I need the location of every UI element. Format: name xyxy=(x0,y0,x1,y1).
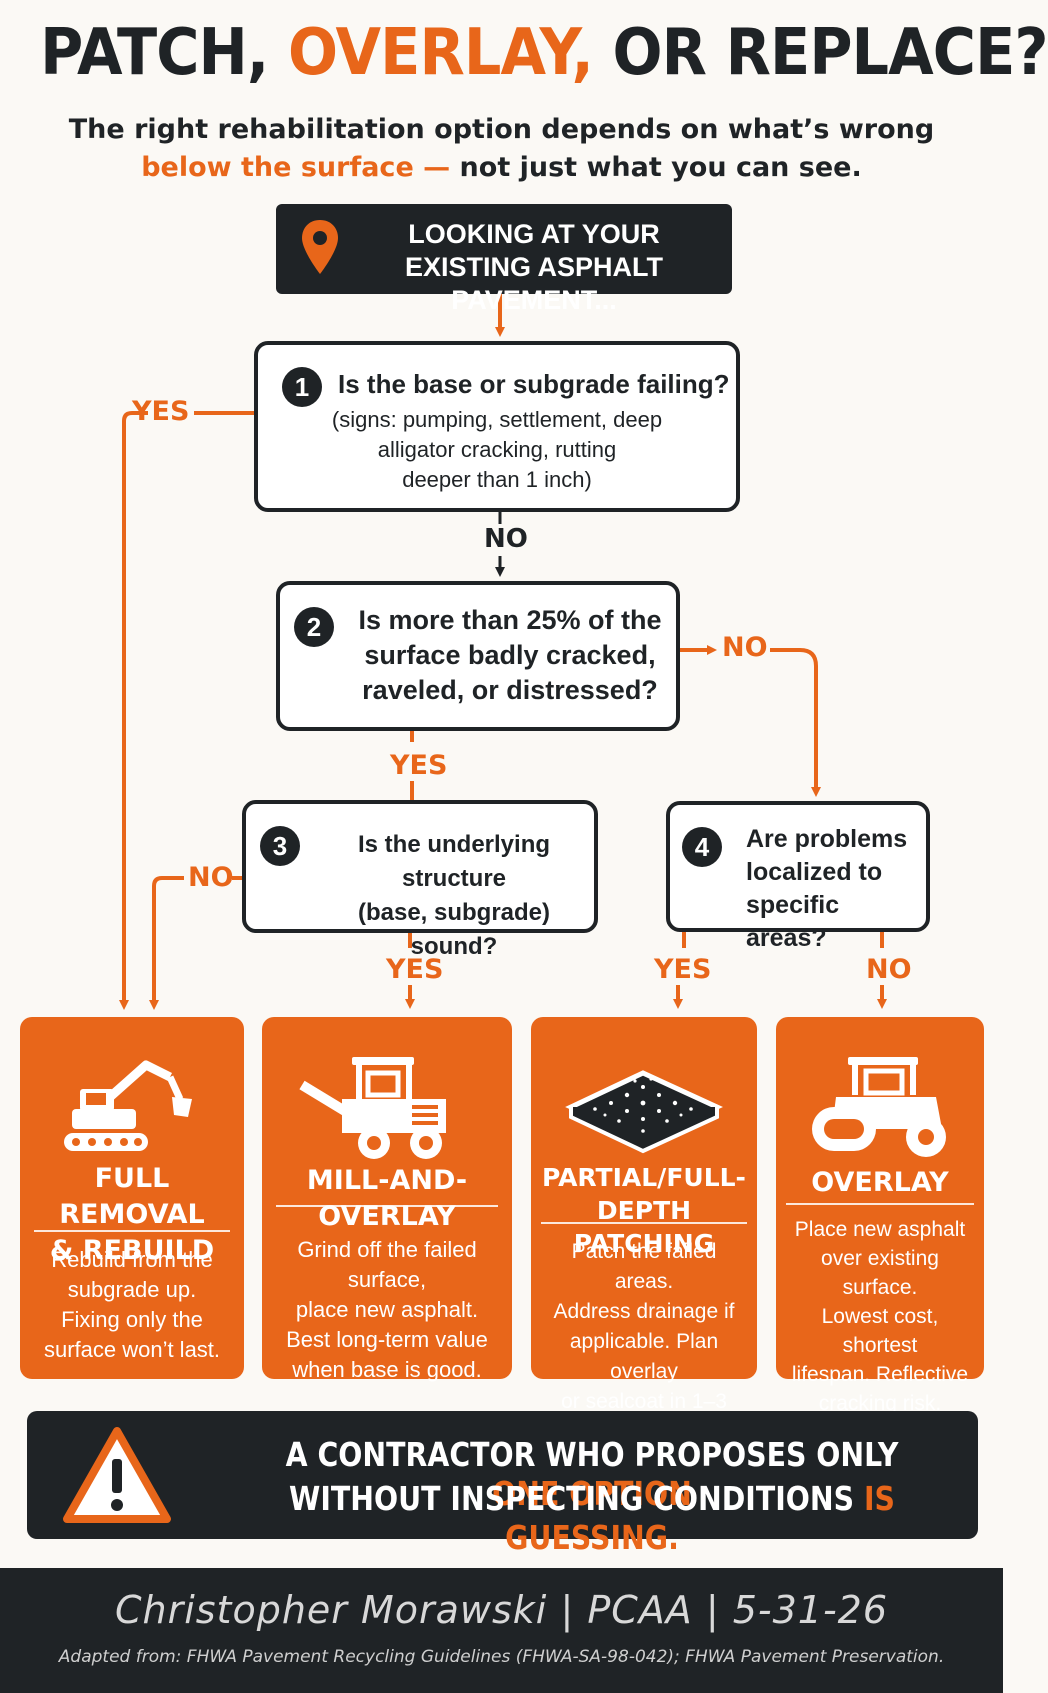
outcome-1-title-2: & REBUILD xyxy=(49,1235,215,1266)
excavator-icon xyxy=(64,1060,192,1151)
warning-text-2: WITHOUT INSPECTING CONDITIONS xyxy=(289,1479,864,1518)
outcome-4-desc-4: lifespan. Reflective xyxy=(791,1363,969,1386)
asphalt-patch-icon xyxy=(565,1070,723,1154)
outcome-2-title: MILL-AND-OVERLAY xyxy=(272,1163,502,1235)
question-4-text: Are problems localized to specific areas… xyxy=(746,823,926,955)
outcome-3-desc-2: Address drainage if xyxy=(553,1300,735,1323)
start-text: LOOKING AT YOUR EXISTING ASPHALT PAVEMEN… xyxy=(346,218,722,317)
question-3-line-2: (base, subgrade) sound? xyxy=(357,899,551,960)
question-4-box: 4 Are problems localized to specific are… xyxy=(666,801,930,952)
location-pin-icon xyxy=(302,220,338,274)
outcome-4-description: Place new asphalt over existing surface.… xyxy=(786,1215,974,1418)
warning-banner: A CONTRACTOR WHO PROPOSES ONLY ONE OPTIO… xyxy=(27,1411,978,1557)
milling-machine-icon xyxy=(299,1057,446,1159)
outcome-1-desc-1: Rebuild from the xyxy=(51,1247,213,1272)
outcome-1-desc-3: Fixing only the xyxy=(61,1307,203,1332)
subtitle-line-1: The right rehabilitation option depends … xyxy=(0,114,1003,145)
outcome-3-title-2: PATCHING xyxy=(573,1229,715,1258)
outcome-3-title-1: PARTIAL/FULL-DEPTH xyxy=(542,1163,746,1225)
question-1-detail-2: alligator cracking, rutting xyxy=(377,437,617,462)
q1-yes-label: YES xyxy=(132,396,190,427)
question-3-line-1: Is the underlying structure xyxy=(357,831,551,892)
q2-no-label: NO xyxy=(722,632,768,663)
title-part-2: OVERLAY, xyxy=(287,16,594,90)
question-2-box: 2 Is more than 25% of the surface badly … xyxy=(276,581,680,731)
question-2-number: 2 xyxy=(294,607,334,647)
footer-source: Adapted from: FHWA Pavement Recycling Gu… xyxy=(58,1647,945,1667)
warning-line-2: WITHOUT INSPECTING CONDITIONS IS GUESSIN… xyxy=(274,1479,910,1557)
footer: Christopher Morawski | PCAA | 5-31-26 Ad… xyxy=(0,1568,1003,1693)
outcome-2-desc-4: when base is good. xyxy=(292,1357,482,1382)
outcome-2-desc-2: place new asphalt. xyxy=(295,1297,479,1322)
outcome-patching: PARTIAL/FULL-DEPTH PATCHING Patch the fa… xyxy=(531,1017,757,1443)
outcome-2-divider xyxy=(276,1205,498,1207)
outcome-4-desc-2: over existing surface. xyxy=(821,1247,939,1299)
question-3-text: Is the underlying structure (base, subgr… xyxy=(312,828,596,964)
start-box: LOOKING AT YOUR EXISTING ASPHALT PAVEMEN… xyxy=(276,204,732,315)
flow-connectors xyxy=(119,294,887,1010)
outcome-2-title-1: MILL-AND-OVERLAY xyxy=(306,1165,468,1232)
outcome-1-desc-2: subgrade up. xyxy=(67,1277,197,1302)
outcome-3-divider xyxy=(541,1222,747,1224)
question-1-number: 1 xyxy=(282,367,322,407)
subtitle-text-1: The right rehabilitation option depends … xyxy=(68,114,935,145)
outcome-1-title-1: FULL REMOVAL xyxy=(59,1163,205,1230)
road-roller-icon xyxy=(812,1057,946,1157)
footer-author: Christopher Morawski | PCAA | 5-31-26 xyxy=(114,1588,889,1632)
start-line-2: EXISTING ASPHALT PAVEMENT... xyxy=(404,252,664,315)
outcome-1-title: FULL REMOVAL & REBUILD xyxy=(30,1161,234,1269)
start-line-1: LOOKING AT YOUR xyxy=(408,219,660,249)
subtitle-highlight: below the surface — xyxy=(141,152,451,183)
q2-yes-label: YES xyxy=(390,750,448,781)
outcome-2-desc-1: Grind off the failed surface, xyxy=(297,1237,477,1292)
warning-text-1: A CONTRACTOR WHO PROPOSES ONLY xyxy=(285,1435,899,1474)
question-4-line-2: localized to xyxy=(746,858,883,886)
q3-yes-label: YES xyxy=(386,954,444,985)
q3-no-label: NO xyxy=(188,862,234,893)
outcome-full-removal: FULL REMOVAL & REBUILD Rebuild from the … xyxy=(20,1017,244,1379)
outcome-3-desc-3: applicable. Plan overlay xyxy=(569,1330,719,1383)
outcome-1-divider xyxy=(34,1230,230,1232)
title-part-1: PATCH, xyxy=(40,16,288,90)
outcome-2-desc-3: Best long-term value xyxy=(286,1327,488,1352)
question-1-detail: (signs: pumping, settlement, deep alliga… xyxy=(258,405,736,495)
outcome-4-desc-5: cracking risk. xyxy=(818,1392,942,1415)
outcome-1-desc-4: surface won’t last. xyxy=(43,1337,221,1362)
outcome-4-divider xyxy=(786,1203,974,1205)
question-4-line-1: Are problems xyxy=(746,825,908,853)
outcome-4-desc-3: Lowest cost, shortest xyxy=(821,1305,939,1357)
question-1-box: 1 Is the base or subgrade failing? (sign… xyxy=(254,341,740,512)
outcome-mill-and-overlay: MILL-AND-OVERLAY Grind off the failed su… xyxy=(262,1017,512,1382)
question-4-number: 4 xyxy=(682,827,722,867)
warning-highlight-1: ONE OPTION xyxy=(492,1474,692,1513)
subtitle-line-2: below the surface — not just what you ca… xyxy=(0,152,1003,183)
question-4-line-3: specific areas? xyxy=(746,891,840,952)
q1-no-label: NO xyxy=(484,524,528,554)
question-2-line-1: Is more than 25% of the xyxy=(358,605,662,635)
subtitle-text-2: not just what you can see. xyxy=(450,152,862,183)
outcome-4-title-1: OVERLAY xyxy=(811,1167,949,1198)
page-title: PATCH, OVERLAY, OR REPLACE? xyxy=(40,16,1048,90)
outcome-2-description: Grind off the failed surface, place new … xyxy=(272,1235,502,1385)
question-1-text: Is the base or subgrade failing? xyxy=(338,369,730,399)
outcome-overlay: OVERLAY Place new asphalt over existing … xyxy=(776,1017,984,1415)
question-3-number: 3 xyxy=(260,826,300,866)
warning-highlight-2: IS GUESSING. xyxy=(505,1479,895,1557)
question-3-box: 3 Is the underlying structure (base, sub… xyxy=(242,800,598,960)
outcome-4-desc-1: Place new asphalt xyxy=(794,1218,966,1241)
question-1-detail-3: deeper than 1 inch) xyxy=(402,467,592,492)
title-part-3: OR REPLACE? xyxy=(592,16,1048,90)
outcome-3-desc-1: Patch the failed areas. xyxy=(571,1240,717,1293)
q4-yes-label: YES xyxy=(654,954,712,985)
outcome-1-description: Rebuild from the subgrade up. Fixing onl… xyxy=(30,1245,234,1365)
outcome-4-title: OVERLAY xyxy=(786,1165,974,1201)
q4-no-label: NO xyxy=(866,954,912,985)
question-2-text: Is more than 25% of the surface badly cr… xyxy=(350,603,670,708)
question-1-detail-1: (signs: pumping, settlement, deep xyxy=(331,407,663,432)
outcome-3-title: PARTIAL/FULL-DEPTH PATCHING xyxy=(541,1161,747,1260)
question-2-line-3: raveled, or distressed? xyxy=(362,675,658,705)
warning-line-1: A CONTRACTOR WHO PROPOSES ONLY ONE OPTIO… xyxy=(274,1435,910,1513)
warning-triangle-icon xyxy=(63,1427,171,1523)
question-2-line-2: surface badly cracked, xyxy=(364,640,656,670)
